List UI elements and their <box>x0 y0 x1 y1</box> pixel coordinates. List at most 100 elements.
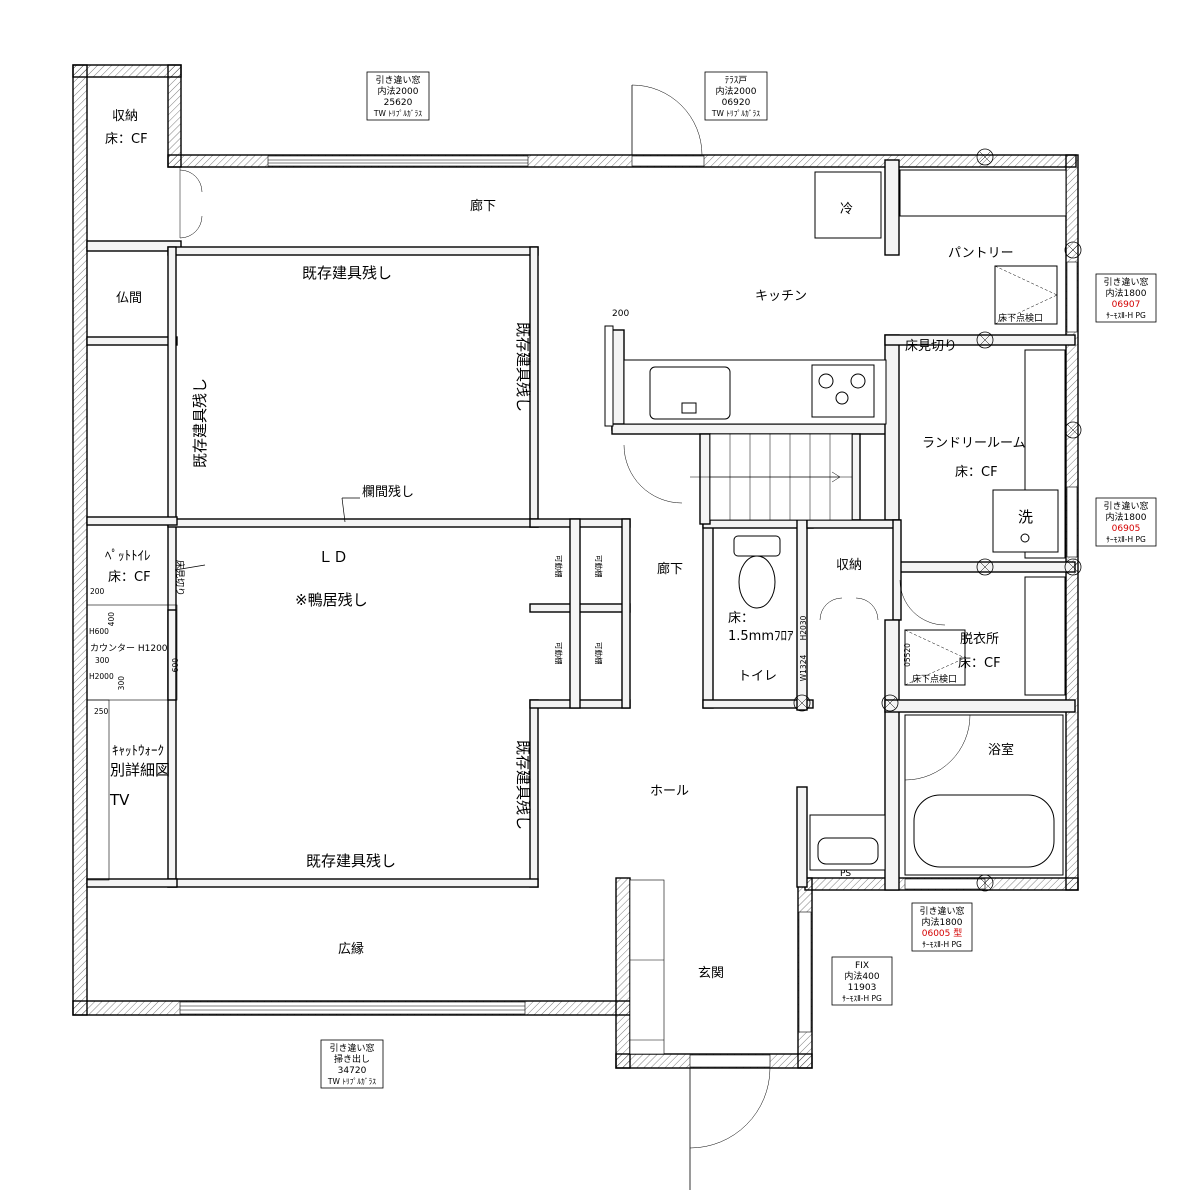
room-laundry: ランドリールーム <box>922 436 1026 451</box>
room-kitchen: キッチン <box>755 289 807 304</box>
washer-label: 洗 <box>1018 508 1033 526</box>
window-w7-glass: TW ﾄﾘﾌﾟﾙｶﾞﾗｽ <box>327 1077 376 1086</box>
window-w5-glass: ｻｰﾓｽⅡ-H PG <box>922 940 962 949</box>
toilet-floor-2: 1.5mmﾌﾛｱ <box>728 629 794 644</box>
room-pantry: パントリー <box>948 246 1014 261</box>
detail-drawing-label: 別詳細図 <box>110 761 170 779</box>
window-w5-size: 内法1800 <box>922 916 963 928</box>
window-w7-type: 引き違い窓 <box>329 1042 374 1054</box>
window-tag-w2: ﾃﾗｽ戸 内法2000 06920 TW ﾄﾘﾌﾟﾙｶﾞﾗｽ <box>704 71 768 121</box>
column-marker <box>976 148 994 166</box>
window-w3-code: 06907 <box>1112 300 1141 310</box>
window-w6-type: FIX <box>855 961 869 971</box>
shelf-label-2: 可動棚 <box>594 555 604 578</box>
catwalk-label: ｷｬｯﾄｳｫｰｸ <box>112 744 164 759</box>
window-tag-w4: 引き違い窓 内法1800 06905 ｻｰﾓｽⅡ-H PG <box>1095 497 1157 547</box>
window-w2-glass: TW ﾄﾘﾌﾟﾙｶﾞﾗｽ <box>711 109 760 118</box>
room-corridor-n: 廊下 <box>470 198 496 214</box>
column-marker <box>1064 241 1082 259</box>
column-marker <box>881 694 899 712</box>
pantry-hatch-label: 床下点検口 <box>998 312 1043 324</box>
room-bath: 浴室 <box>988 742 1014 758</box>
ranma-label: 欄間残し <box>362 484 414 500</box>
dim-200: 200 <box>90 587 105 596</box>
kamoi-label: ※鴨居残し <box>295 591 368 609</box>
window-w5-type: 引き違い窓 <box>919 905 964 917</box>
room-storage-nw-floor: 床：CF <box>105 132 148 147</box>
window-tag-w3: 引き違い窓 内法1800 06907 ｻｰﾓｽⅡ-H PG <box>1095 273 1157 323</box>
room-butsuma: 仏間 <box>116 291 142 306</box>
dim-200-kitchen: 200 <box>612 309 629 319</box>
window-w3-glass: ｻｰﾓｽⅡ-H PG <box>1106 311 1146 320</box>
ps-label: PS <box>840 869 851 879</box>
tv-label: TV <box>109 791 130 809</box>
dim-h2000: H2000 <box>89 672 114 681</box>
window-w2-size: 内法2000 <box>716 85 757 97</box>
dim-300b: 300 <box>117 676 126 691</box>
window-w1-size: 内法2000 <box>378 85 419 97</box>
stairs <box>690 433 853 521</box>
floor-parting-label: 床見切り <box>905 339 957 354</box>
room-storage-c: 収納 <box>836 558 862 573</box>
window-tag-w5: 引き違い窓 内法1800 06005 型 ｻｰﾓｽⅡ-H PG <box>911 902 973 952</box>
window-w4-type: 引き違い窓 <box>1103 500 1148 512</box>
doors <box>179 84 971 1190</box>
room-storage-nw: 収納 <box>112 109 138 124</box>
window-tag-w7: 引き違い窓 掃き出し 34720 TW ﾄﾘﾌﾟﾙｶﾞﾗｽ <box>320 1039 384 1089</box>
existing-fitting-bottom: 既存建具残し <box>306 852 396 870</box>
window-w3-size: 内法1800 <box>1106 287 1147 299</box>
column-marker <box>976 874 994 892</box>
room-laundry-floor: 床：CF <box>955 465 998 480</box>
window-w7-code: 34720 <box>338 1066 367 1076</box>
dim-w1324: W1324 <box>799 655 808 682</box>
window-w6-code: 11903 <box>848 983 877 993</box>
window-w4-code: 06905 <box>1112 524 1141 534</box>
toilet-floor-1: 床： <box>728 611 754 626</box>
room-dressing-floor: 床：CF <box>958 656 1001 671</box>
room-dressing: 脱衣所 <box>960 631 999 647</box>
dim-h600: H600 <box>89 627 109 636</box>
window-w4-size: 内法1800 <box>1106 511 1147 523</box>
window-w1-glass: TW ﾄﾘﾌﾟﾙｶﾞﾗｽ <box>373 109 422 118</box>
fixtures <box>86 169 1067 1055</box>
existing-fitting-top: 既存建具残し <box>302 264 392 282</box>
room-hall: ホール <box>650 784 689 799</box>
column-marker <box>1064 421 1082 439</box>
window-w2-type: ﾃﾗｽ戸 <box>725 75 748 86</box>
note-lines <box>174 497 360 571</box>
window-w4-glass: ｻｰﾓｽⅡ-H PG <box>1106 535 1146 544</box>
dimension-labels: 200 200 400 H600 300 H2000 300 600 250 H… <box>89 309 912 716</box>
column-marker <box>976 558 994 576</box>
fridge-label: 冷 <box>840 202 853 217</box>
window-w1-type: 引き違い窓 <box>375 74 420 86</box>
window-tag-w1: 引き違い窓 内法2000 25620 TW ﾄﾘﾌﾟﾙｶﾞﾗｽ <box>366 71 430 121</box>
window-w1-code: 25620 <box>384 98 413 108</box>
column-marker <box>793 694 811 712</box>
existing-fitting-right-lower: 既存建具残し <box>514 740 532 830</box>
dim-05520: 05520 <box>903 643 912 667</box>
window-w6-size: 内法400 <box>844 970 879 982</box>
room-corridor-c: 廊下 <box>657 561 683 577</box>
room-entrance: 玄関 <box>698 966 724 981</box>
window-w2-code: 06920 <box>722 98 751 108</box>
window-w7-size: 掃き出し <box>334 1053 370 1065</box>
room-pet-toilet-floor: 床：CF <box>108 570 151 585</box>
dim-400: 400 <box>107 612 116 627</box>
window-tag-w6: FIX 内法400 11903 ｻｰﾓｽⅡ-H PG <box>831 956 893 1006</box>
existing-fitting-left: 既存建具残し <box>191 378 209 468</box>
dim-600: 600 <box>171 658 180 673</box>
interior-walls <box>86 159 1076 891</box>
counter-label: カウンター H1200 <box>90 643 168 654</box>
dressing-hatch-label: 床下点検口 <box>912 673 957 685</box>
dim-250: 250 <box>94 707 109 716</box>
room-pet-toilet: ﾍﾟｯﾄﾄｲﾚ <box>105 549 151 564</box>
column-marker <box>976 331 994 349</box>
window-w3-type: 引き違い窓 <box>1103 276 1148 288</box>
dim-300: 300 <box>95 656 110 665</box>
room-labels: 収納 床：CF 仏間 廊下 既存建具残し 既存建具残し 既存建具残し 欄間残し … <box>90 109 1043 981</box>
shelf-label-4: 可動棚 <box>594 642 604 665</box>
window-w6-glass: ｻｰﾓｽⅡ-H PG <box>842 994 882 1003</box>
shelf-label-1: 可動棚 <box>554 555 564 578</box>
column-marker <box>1064 558 1082 576</box>
